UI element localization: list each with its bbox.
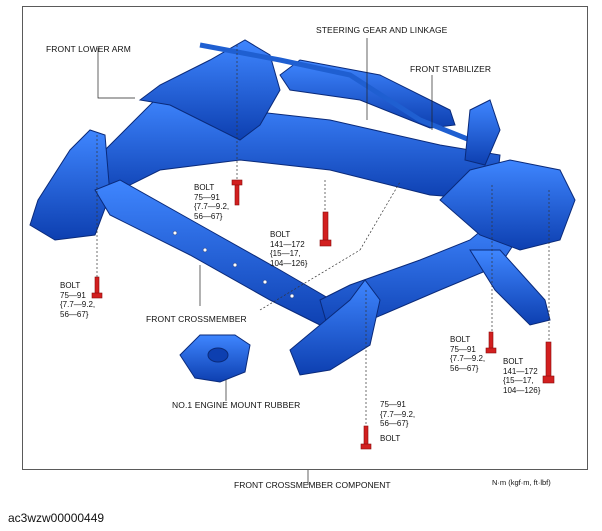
torque-spec-center: BOLT 75—91 {7.7—9.2, 56—67} [194, 183, 230, 221]
diagram-frame [22, 6, 588, 470]
label-front-stabilizer: FRONT STABILIZER [410, 64, 492, 74]
torque-spec-bottom: 75—91 {7.7—9.2, 56—67} [380, 400, 416, 429]
engine-mount-rubber [179, 334, 251, 383]
crossmember-frame [29, 39, 576, 376]
bolt-mid-icon [319, 211, 332, 247]
units-label: N·m (kgf·m, ft·lbf) [492, 478, 551, 487]
label-engine-mount: NO.1 ENGINE MOUNT RUBBER [172, 400, 301, 410]
leader-lines [97, 38, 433, 485]
torque-spec-left: BOLT 75—91 {7.7—9.2, 56—67} [60, 281, 96, 319]
bolt-bottom-icon [360, 425, 372, 450]
diagram-caption: FRONT CROSSMEMBER COMPONENT [234, 480, 391, 490]
frame-holes [172, 230, 295, 299]
label-front-crossmember: FRONT CROSSMEMBER [146, 314, 247, 324]
image-code: ac3wzw00000449 [8, 511, 105, 525]
bolt-center-icon [231, 179, 243, 206]
label-front-lower-arm: FRONT LOWER ARM [46, 44, 131, 54]
torque-spec-right-a: BOLT 75—91 {7.7—9.2, 56—67} [450, 335, 486, 373]
torque-spec-bottom-label: BOLT [380, 434, 401, 443]
bolt-right-b-icon [542, 341, 555, 384]
label-steering-gear: STEERING GEAR AND LINKAGE [316, 25, 448, 35]
torque-spec-right-b: BOLT 141—172 {15—17, 104—126} [503, 357, 541, 395]
bolt-right-a-icon [485, 331, 497, 354]
dashed-guides [96, 45, 550, 426]
torque-spec-mid: BOLT 141—172 {15—17, 104—126} [270, 230, 308, 268]
bolts [91, 179, 555, 450]
